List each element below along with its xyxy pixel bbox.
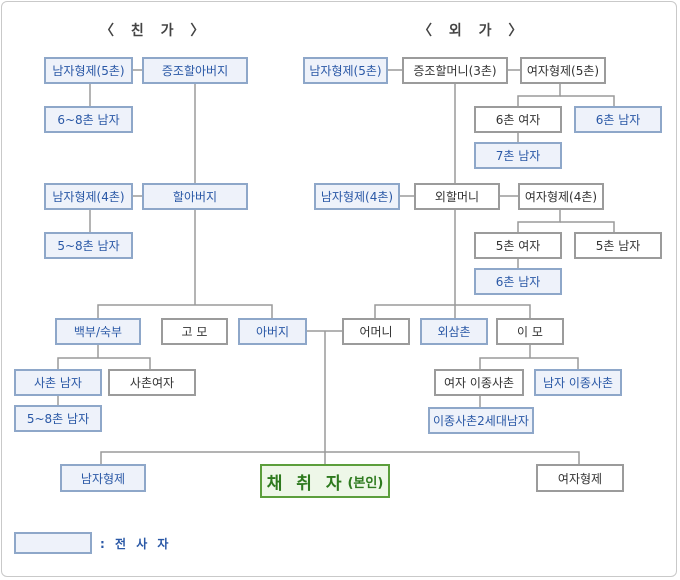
paternal-male-5-8-b: 5~8촌 남자: [14, 405, 102, 432]
paternal-heading: 〈 친 가 〉: [100, 23, 211, 39]
self-name: 채 취 자: [266, 473, 346, 494]
maternal-male-7: 7촌 남자: [474, 142, 562, 169]
self-box: 채 취 자(본인): [260, 464, 390, 498]
grandfather: 할아버지: [142, 183, 248, 210]
paternal-cousin-female: 사촌여자: [108, 369, 196, 396]
maternal-female-6: 6촌 여자: [474, 106, 562, 133]
maternal-cousin-child: 이종사촌2세대남자: [428, 407, 534, 434]
great-grandfather: 증조할아버지: [142, 57, 248, 84]
maternal-female-cousin: 여자 이종사촌: [434, 369, 524, 396]
maternal-female-5: 5촌 여자: [474, 232, 562, 259]
mother: 어머니: [342, 318, 410, 345]
maternal-male-sibling-5: 남자형제(5촌): [303, 57, 388, 84]
great-grandmother: 증조할머니(3촌): [402, 57, 508, 84]
maternal-female-sibling-5: 여자형제(5촌): [520, 57, 606, 84]
paternal-male-sibling-5: 남자형제(5촌): [44, 57, 133, 84]
maternal-heading: 〈 외 가 〉: [418, 23, 529, 39]
maternal-female-sibling-4: 여자형제(4촌): [518, 183, 604, 210]
paternal-uncle: 백부/숙부: [55, 318, 141, 345]
maternal-uncle: 외삼촌: [420, 318, 488, 345]
maternal-male-sibling-4: 남자형제(4촌): [314, 183, 400, 210]
self-brothers: 남자형제: [60, 464, 146, 492]
maternal-male-6: 6촌 남자: [574, 106, 662, 133]
paternal-aunt: 고 모: [161, 318, 228, 345]
maternal-male-cousin: 남자 이종사촌: [534, 369, 622, 396]
legend-text: : 전 사 자: [100, 537, 172, 551]
paternal-male-sibling-4: 남자형제(4촌): [44, 183, 133, 210]
paternal-cousin-male: 사촌 남자: [14, 369, 102, 396]
maternal-male-5: 5촌 남자: [574, 232, 662, 259]
father: 아버지: [238, 318, 307, 345]
legend-swatch: [14, 532, 92, 554]
self-suffix: (본인): [347, 475, 384, 491]
maternal-male-6b: 6촌 남자: [474, 268, 562, 295]
self-sisters: 여자형제: [536, 464, 624, 492]
paternal-male-5-8: 5~8촌 남자: [44, 232, 133, 259]
maternal-grandmother: 외할머니: [414, 183, 500, 210]
paternal-male-6-8: 6~8촌 남자: [44, 106, 133, 133]
maternal-aunt: 이 모: [496, 318, 564, 345]
